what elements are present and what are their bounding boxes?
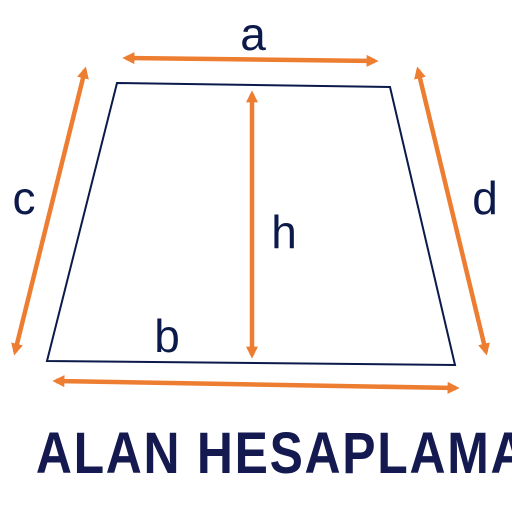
label-height: h	[271, 206, 297, 258]
title-alan-hesaplama: ALAN HESAPLAMA	[35, 421, 512, 486]
label-right-side: d	[472, 172, 498, 224]
arrow-bottom-side	[52, 375, 460, 394]
label-bottom-side: b	[154, 310, 180, 362]
label-top-side: a	[240, 8, 266, 60]
arrow-left-side	[11, 66, 89, 356]
arrow-top-side	[122, 52, 379, 67]
arrow-right-side	[414, 66, 490, 356]
label-left-side: c	[13, 172, 36, 224]
